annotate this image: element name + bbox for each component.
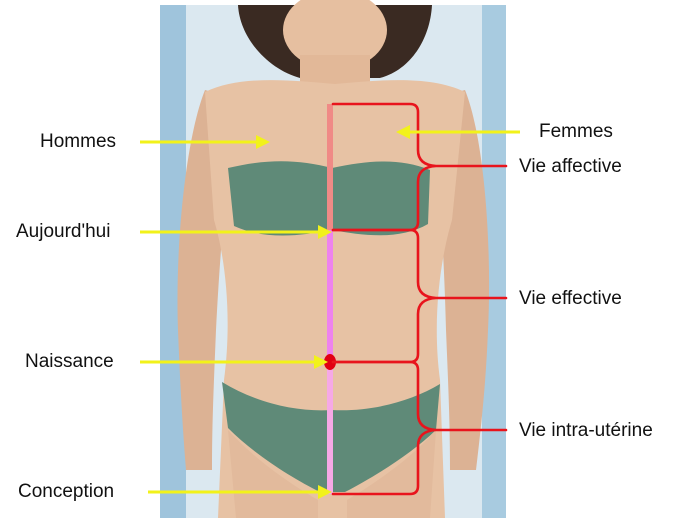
label-hommes: Hommes (40, 131, 116, 153)
label-conception: Conception (18, 481, 114, 503)
label-aujourdhui: Aujourd'hui (16, 221, 110, 243)
label-naissance: Naissance (25, 351, 114, 373)
label-vie-affective: Vie affective (519, 156, 622, 178)
timeline-middle-segment (327, 230, 333, 362)
label-femmes: Femmes (539, 121, 613, 143)
label-vie-intra-uterine: Vie intra-utérine (519, 420, 653, 442)
label-vie-effective: Vie effective (519, 288, 622, 310)
timeline-upper-segment (327, 104, 333, 230)
timeline-lower-segment (327, 362, 333, 494)
